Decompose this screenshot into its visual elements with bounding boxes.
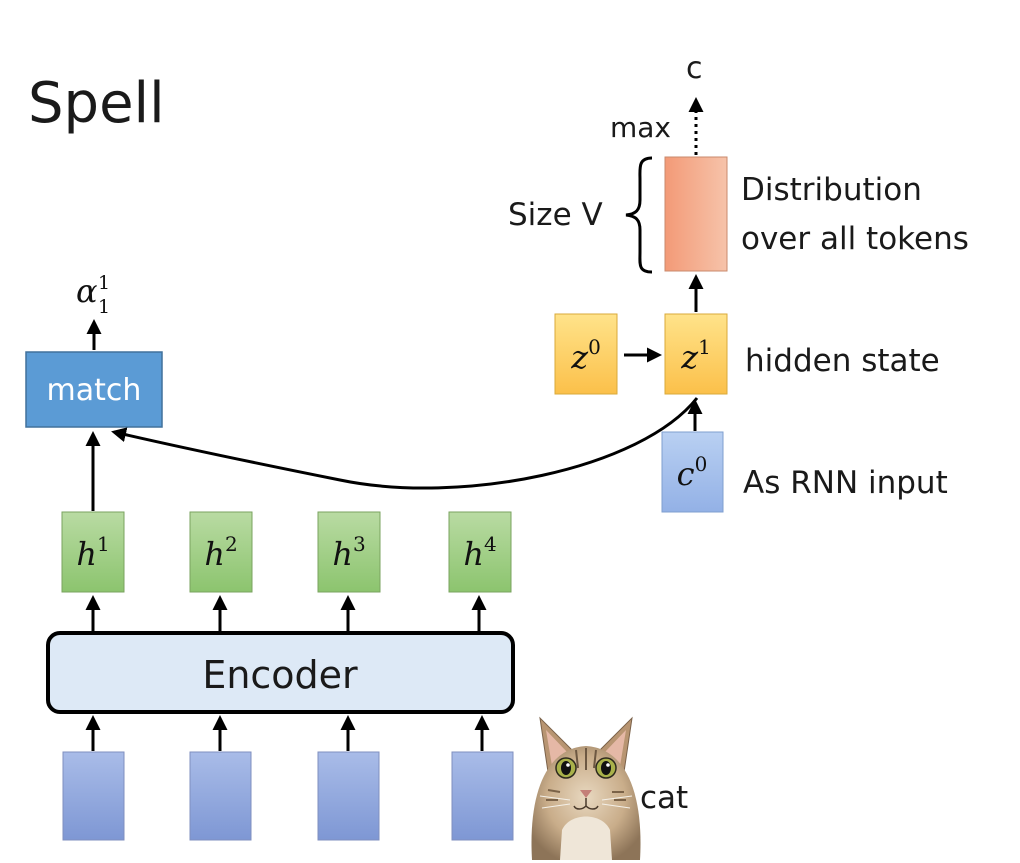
svg-text:z1: z1 <box>680 335 711 376</box>
encoder-block: Encoder <box>46 631 515 714</box>
hidden-vectors: h1 h2 h3 h4 <box>61 511 512 593</box>
input-vector-3 <box>317 751 380 841</box>
attention-weight-alpha: α 1 1 <box>76 272 110 318</box>
input-vectors <box>62 751 514 841</box>
svg-text:z0: z0 <box>570 335 601 376</box>
encoder-output-arrows <box>85 595 487 632</box>
hidden-vector-h4: h4 <box>448 511 512 593</box>
input-arrows <box>85 715 490 751</box>
svg-text:h4: h4 <box>463 532 496 573</box>
output-token-c: c <box>686 51 703 86</box>
z1-to-match-arrow <box>111 397 699 490</box>
svg-text:h2: h2 <box>204 532 237 573</box>
slide-title: Spell <box>28 71 165 136</box>
size-brace <box>625 156 653 274</box>
input-vector-1 <box>62 751 125 841</box>
input-vector-2 <box>189 751 252 841</box>
svg-text:h3: h3 <box>332 532 365 573</box>
svg-text:α: α <box>76 272 98 310</box>
z1-block: z1 <box>664 313 728 395</box>
size-label: Size V <box>508 197 603 233</box>
distribution-vector <box>664 156 728 272</box>
z0-block: z0 <box>554 313 618 395</box>
c0-input-block: c0 <box>661 431 724 513</box>
hidden-state-label: hidden state <box>745 343 940 379</box>
match-block: match <box>25 351 163 428</box>
hidden-vector-h2: h2 <box>189 511 253 593</box>
rnn-input-label: As RNN input <box>743 465 948 501</box>
hidden-vector-h1: h1 <box>61 511 125 593</box>
encoder-label: Encoder <box>202 653 358 697</box>
cat-label: cat <box>640 780 688 816</box>
match-label: match <box>47 373 142 408</box>
distribution-label-line2: over all tokens <box>741 221 969 257</box>
max-label: max <box>610 111 671 144</box>
svg-text:c0: c0 <box>677 452 708 493</box>
cat-image <box>531 716 641 860</box>
hidden-vector-h3: h3 <box>317 511 381 593</box>
svg-text:1: 1 <box>98 272 110 294</box>
input-vector-4 <box>451 751 514 841</box>
svg-text:1: 1 <box>98 296 110 318</box>
svg-text:h1: h1 <box>76 532 109 573</box>
distribution-label-line1: Distribution <box>741 172 922 208</box>
